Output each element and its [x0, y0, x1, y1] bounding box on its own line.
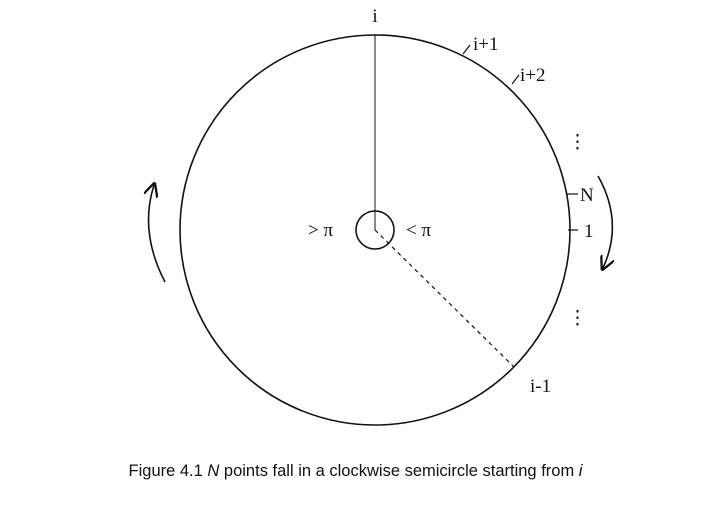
left-curved-arrow — [149, 185, 166, 283]
label-i-minus-1: i-1 — [530, 376, 551, 397]
right-curved-arrow — [597, 175, 612, 268]
tick-i-plus-1 — [462, 44, 471, 55]
label-i: i — [372, 6, 377, 27]
label-greater-pi: > π — [308, 220, 333, 241]
label-less-pi: < π — [406, 220, 431, 241]
caption-middle: points fall in a clockwise semicircle st… — [219, 462, 579, 480]
label-i-plus-1: i+1 — [473, 34, 499, 55]
dashed-radius-to-i-minus-1 — [374, 229, 515, 368]
caption-prefix: Figure 4.1 — [128, 462, 208, 480]
tick-i-plus-2 — [511, 74, 520, 85]
label-1: 1 — [584, 221, 594, 242]
label-i-plus-2: i+2 — [520, 65, 546, 86]
caption-i: i — [578, 462, 583, 480]
dots-lower: ⋮ — [568, 308, 587, 329]
label-n: N — [580, 185, 594, 206]
dots-upper: ⋮ — [568, 132, 587, 153]
caption-n: N — [207, 462, 220, 480]
figure-caption: Figure 4.1 N points fall in a clockwise … — [0, 462, 711, 481]
